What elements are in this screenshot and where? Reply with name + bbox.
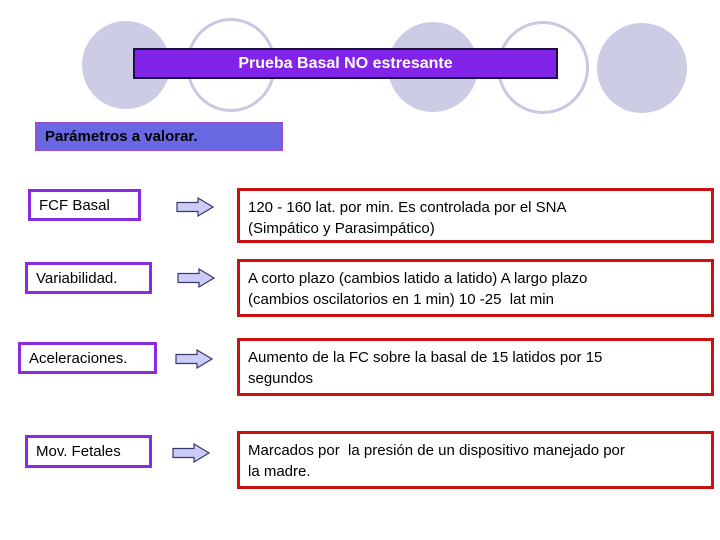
parameter-label: Aceleraciones. (29, 349, 128, 367)
description-line: (cambios oscilatorios en 1 min) 10 -25 l… (248, 291, 554, 308)
parameter-label: FCF Basal (39, 196, 110, 214)
slide-title: Prueba Basal NO estresante (238, 54, 453, 72)
decorative-circle-filled (597, 23, 687, 113)
right-arrow-icon (177, 268, 215, 288)
description-line: A corto plazo (cambios latido a latido) … (248, 270, 588, 287)
parameter-label-box: Mov. Fetales (25, 435, 152, 468)
subtitle-text: Parámetros a valorar. (45, 128, 198, 145)
parameter-description-box: Marcados por la presión de un dispositiv… (237, 431, 714, 489)
parameter-description-box: A corto plazo (cambios latido a latido) … (237, 259, 714, 317)
right-arrow-icon (175, 349, 213, 369)
description-line: (Simpático y Parasimpático) (248, 220, 435, 237)
description-line: la madre. (248, 463, 311, 480)
right-arrow-icon (172, 443, 210, 463)
parameter-label: Mov. Fetales (36, 443, 121, 460)
description-line: Marcados por la presión de un dispositiv… (248, 442, 625, 459)
right-arrow-icon (176, 197, 214, 217)
parameter-label: Variabilidad. (36, 269, 118, 287)
parameter-description-box: 120 - 160 lat. por min. Es controlada po… (237, 188, 714, 243)
description-line: Aumento de la FC sobre la basal de 15 la… (248, 349, 603, 366)
parameter-label-box: FCF Basal (28, 189, 141, 221)
parameter-description-box: Aumento de la FC sobre la basal de 15 la… (237, 338, 714, 396)
parameter-label-box: Variabilidad. (25, 262, 152, 294)
slide-title-bar: Prueba Basal NO estresante (133, 48, 558, 79)
subtitle-box: Parámetros a valorar. (35, 122, 283, 151)
description-line: 120 - 160 lat. por min. Es controlada po… (248, 199, 567, 216)
parameter-label-box: Aceleraciones. (18, 342, 157, 374)
description-line: segundos (248, 370, 314, 387)
